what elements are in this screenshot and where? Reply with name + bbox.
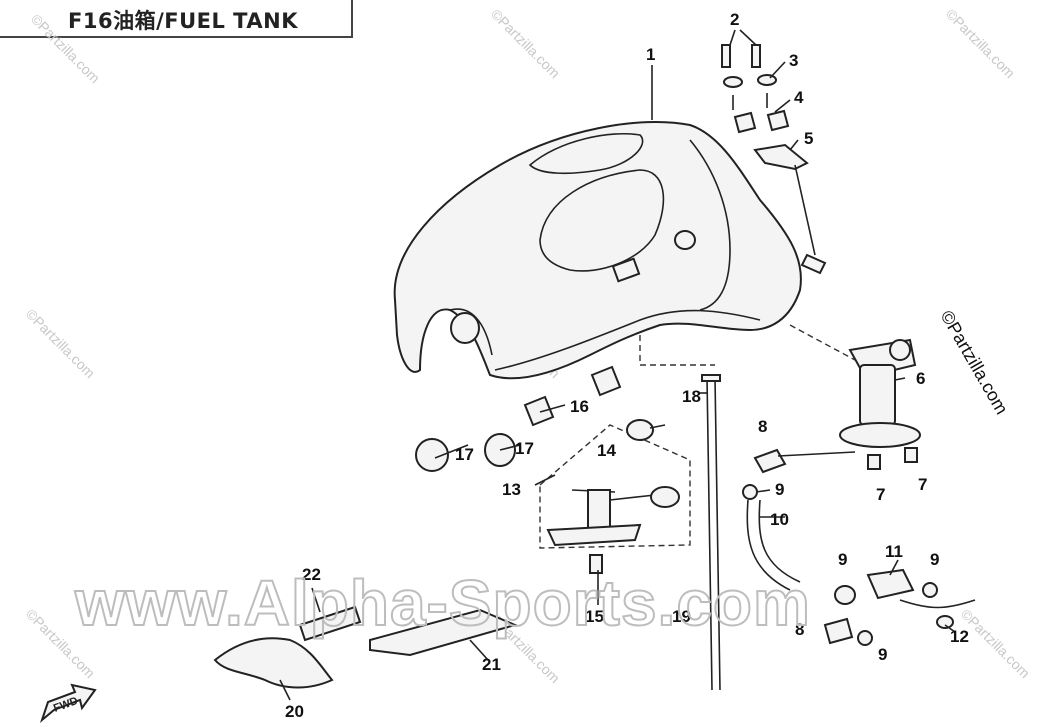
callout-9c: 9 (930, 550, 939, 569)
callout-8a: 8 (758, 417, 767, 436)
callout-6: 6 (916, 369, 925, 388)
leader-lines (279, 29, 956, 701)
callout-13: 13 (502, 480, 521, 499)
callout-4: 4 (794, 88, 804, 107)
callout-5: 5 (804, 129, 813, 148)
fuel-hose-assembly (742, 448, 976, 646)
callout-16: 16 (570, 397, 589, 416)
watermark-large: www.Alpha-Sports.com (74, 567, 811, 639)
callout-12: 12 (950, 627, 969, 646)
watermark-small: ©Partzilla.com (28, 11, 103, 86)
watermark-small: ©Partzilla.com (958, 606, 1033, 681)
callout-9d: 9 (878, 645, 887, 664)
callout-1: 1 (646, 45, 655, 64)
mounting-hardware (721, 44, 827, 275)
callout-17b: 17 (515, 439, 534, 458)
watermark-small-dark: ©Partzilla.com (937, 307, 1012, 418)
callout-2: 2 (730, 10, 739, 29)
callout-19: 19 (672, 607, 691, 626)
fuel-pump (789, 324, 921, 470)
tank-trim-seals (213, 605, 518, 689)
callout-7a: 7 (876, 485, 885, 504)
diagram-title: F16油箱/FUEL TANK (68, 9, 298, 33)
callout-10: 10 (770, 510, 789, 529)
callout-14: 14 (597, 441, 616, 460)
callout-18: 18 (682, 387, 701, 406)
fuel-tank (393, 120, 802, 380)
callout-9b: 9 (838, 550, 847, 569)
fwd-label: FWD (52, 695, 80, 715)
watermark-small: ©Partzilla.com (943, 6, 1018, 81)
callout-22: 22 (302, 565, 321, 584)
callout-3: 3 (789, 51, 798, 70)
callout-21: 21 (482, 655, 501, 674)
callout-20: 20 (285, 702, 304, 721)
forward-direction-arrow: FWD (39, 683, 97, 724)
diagram-title-box: F16油箱/FUEL TANK (0, 0, 353, 38)
watermark-small: ©Partzilla.com (488, 6, 563, 81)
callout-8b: 8 (795, 620, 804, 639)
callout-15: 15 (585, 607, 604, 626)
watermark-small: ©Partzilla.com (23, 306, 98, 381)
fuel-sender-unit (539, 335, 715, 574)
drain-tube (701, 374, 721, 691)
callout-7b: 7 (918, 475, 927, 494)
callout-11: 11 (885, 542, 903, 561)
callout-9a: 9 (775, 480, 784, 499)
part-callouts: 1 2 3 4 5 6 7 7 8 8 9 9 9 9 10 11 12 13 … (285, 10, 969, 721)
callout-17a: 17 (455, 445, 474, 464)
